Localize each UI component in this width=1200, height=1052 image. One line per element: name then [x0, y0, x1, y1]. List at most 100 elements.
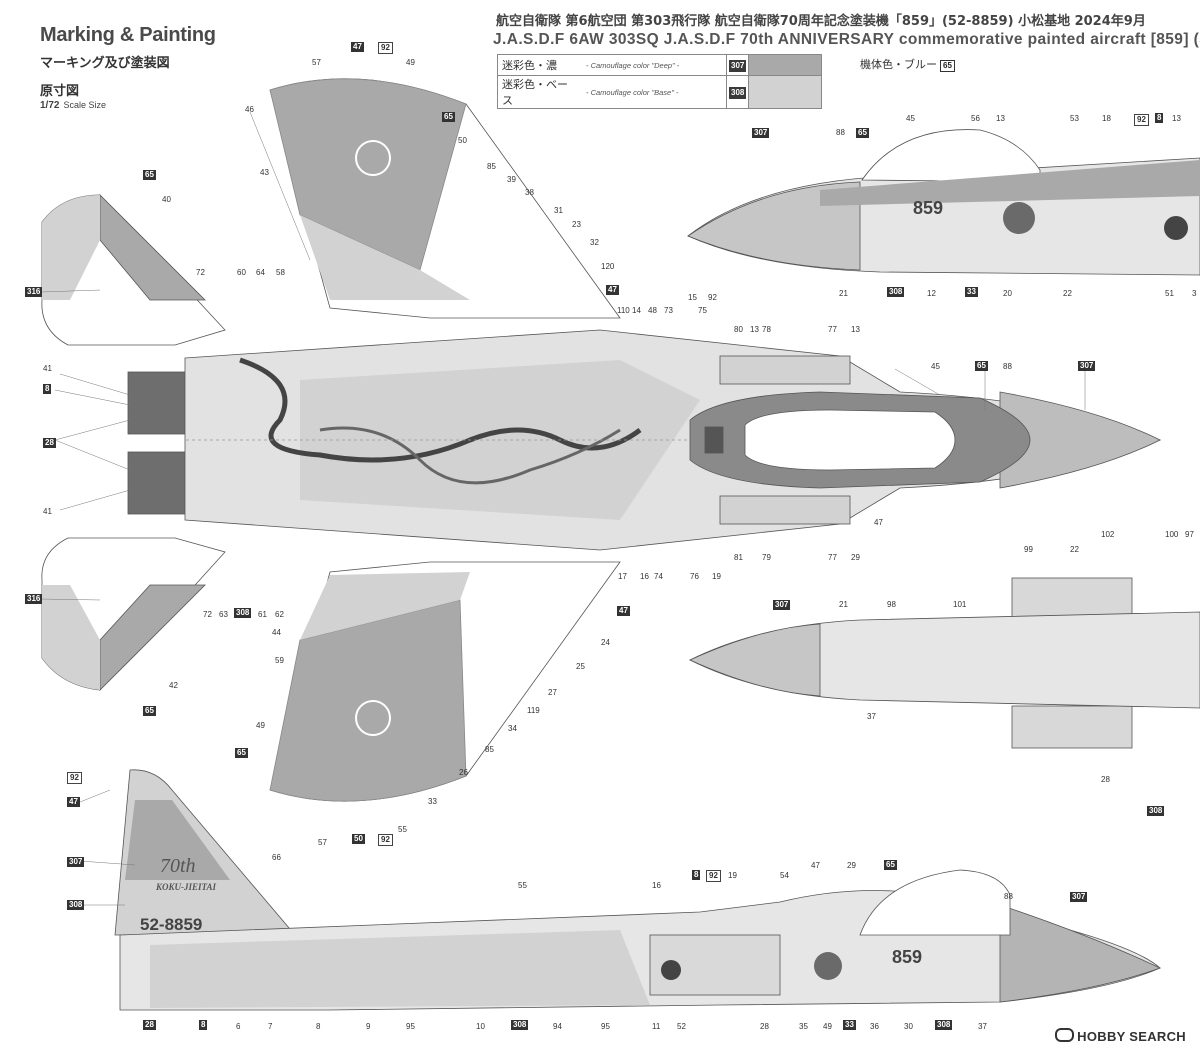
- callout-number: 28: [1101, 775, 1110, 784]
- callout-number: 65: [442, 112, 455, 122]
- hobby-search-watermark: HOBBY SEARCH: [1055, 1028, 1186, 1044]
- callout-number: 13: [1172, 114, 1181, 123]
- callout-number: 12: [927, 289, 936, 298]
- upper-side-squadron-emblem: [1164, 216, 1188, 240]
- paint-name-english: - Camouflage color "Base" -: [582, 75, 727, 109]
- callout-number: 28: [760, 1022, 769, 1031]
- callout-number: 18: [1102, 114, 1111, 123]
- callout-number: 3: [1192, 289, 1197, 298]
- callout-number: 55: [398, 825, 407, 834]
- callout-number: 53: [1070, 114, 1079, 123]
- paint-name: 迷彩色・濃: [497, 54, 582, 76]
- side-view-squadron-emblem: [661, 960, 681, 980]
- callout-number: 307: [1078, 361, 1096, 371]
- callout-number: 37: [867, 712, 876, 721]
- hobby-search-logo-icon: [1055, 1028, 1075, 1042]
- callout-number: 77: [828, 325, 837, 334]
- callout-number: 307: [752, 128, 770, 138]
- callout-number: 316: [25, 594, 43, 604]
- upper-side-camo: [820, 160, 1200, 206]
- callout-number: 24: [601, 638, 610, 647]
- paint-code: 308: [729, 86, 747, 99]
- callout-number: 76: [690, 572, 699, 581]
- callout-number: 44: [272, 628, 281, 637]
- callout-number: 21: [839, 289, 848, 298]
- callout-number: 40: [162, 195, 171, 204]
- lower-engine-nozzle: [127, 451, 187, 515]
- callout-number: 8: [1155, 113, 1164, 123]
- callout-number: 34: [508, 724, 517, 733]
- callout-number: 59: [275, 656, 284, 665]
- callout-number: 95: [406, 1022, 415, 1031]
- callout-number: 13: [851, 325, 860, 334]
- callout-number: 101: [953, 600, 967, 609]
- callout-number: 92: [708, 293, 717, 302]
- callout-number: 36: [870, 1022, 879, 1031]
- callout-number: 8: [199, 1020, 208, 1030]
- callout-number: 85: [485, 745, 494, 754]
- callout-number: 85: [487, 162, 496, 171]
- callout-number: 41: [43, 364, 52, 373]
- side-view-base-camo: [150, 930, 650, 1008]
- callout-number: 88: [836, 128, 845, 137]
- side-view-nose: [999, 904, 1162, 1003]
- callout-number: 21: [839, 600, 848, 609]
- callout-number: 13: [750, 325, 759, 334]
- dragon-artwork-detail: [319, 426, 621, 485]
- callout-number: 31: [554, 206, 563, 215]
- body-color-code: 65: [940, 60, 955, 72]
- callout-number: 58: [276, 268, 285, 277]
- callout-number: 47: [874, 518, 883, 527]
- callout-number: 72: [203, 610, 212, 619]
- callout-number: 119: [527, 706, 540, 715]
- callout-number: 25: [576, 662, 585, 671]
- upper-stabilizer-base-camo: [42, 195, 100, 300]
- callout-number: 22: [1070, 545, 1079, 554]
- paint-code: 307: [729, 59, 747, 72]
- paint-swatch: [748, 75, 823, 109]
- callout-number: 97: [1185, 530, 1194, 539]
- scale-value: 1/72: [40, 100, 60, 111]
- upper-wing-base-camo: [300, 215, 470, 300]
- original-size-label: 原寸図: [40, 84, 80, 99]
- upper-intake: [719, 355, 851, 385]
- callout-number: 65: [143, 706, 156, 716]
- paint-row: 迷彩色・濃 - Camouflage color "Deep" - 307: [497, 54, 823, 76]
- paint-name: 迷彩色・ベース: [497, 75, 582, 109]
- side-code-859: 859: [892, 947, 922, 967]
- callout-number: 45: [906, 114, 915, 123]
- page-title: Marking & Painting: [40, 24, 216, 46]
- callout-number: 75: [698, 306, 707, 315]
- callout-number: 79: [762, 553, 771, 562]
- callout-number: 49: [406, 58, 415, 67]
- callout-number: 37: [978, 1022, 987, 1031]
- top-view-nose: [999, 391, 1161, 489]
- leader-lines: [40, 111, 1086, 906]
- lower-wing-roundel: [355, 700, 391, 736]
- callout-number: 308: [1147, 806, 1165, 816]
- side-view-aircraft: [114, 769, 1162, 1011]
- upper-side-canopy: [861, 129, 1041, 183]
- callout-number: 16: [652, 881, 661, 890]
- callout-number: 110: [617, 306, 630, 315]
- callout-number: 61: [258, 610, 267, 619]
- callout-number: 88: [1004, 892, 1013, 901]
- callout-number: 47: [606, 285, 619, 295]
- callout-number: 92: [378, 42, 393, 54]
- callout-number: 20: [1003, 289, 1012, 298]
- watermark-text: HOBBY SEARCH: [1077, 1029, 1186, 1044]
- callout-number: 19: [712, 572, 721, 581]
- upper-wing-roundel: [355, 140, 391, 176]
- callout-number: 19: [728, 871, 737, 880]
- callout-number: 26: [459, 768, 468, 777]
- top-view-canopy-glass: [744, 409, 956, 471]
- callout-number: 39: [507, 175, 516, 184]
- callout-number: 47: [811, 861, 820, 870]
- callout-number: 78: [762, 325, 771, 334]
- paint-color-table: 迷彩色・濃 - Camouflage color "Deep" - 307 迷彩…: [497, 54, 823, 109]
- paint-swatch: [748, 54, 823, 76]
- callout-number: 65: [884, 860, 897, 870]
- callout-number: 7: [268, 1022, 273, 1031]
